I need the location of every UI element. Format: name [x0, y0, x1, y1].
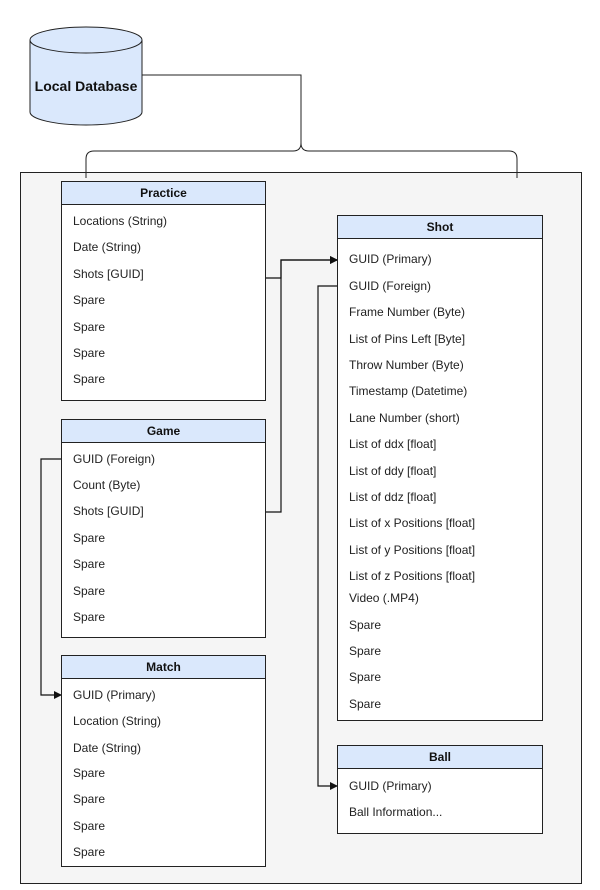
match-table: Match GUID (Primary) Location (String) D… — [61, 655, 266, 867]
shot-table: Shot GUID (Primary) GUID (Foreign) Frame… — [337, 215, 543, 721]
game-to-match-arrow — [40, 458, 62, 699]
database-label: Local Database — [34, 78, 138, 94]
shot-field: List of x Positions [float] — [349, 516, 476, 530]
match-field: GUID (Primary) — [73, 688, 156, 702]
game-field: Count (Byte) — [73, 478, 141, 492]
shot-field: Throw Number (Byte) — [349, 358, 464, 372]
shot-field: Spare — [349, 644, 382, 658]
game-field: GUID (Foreign) — [73, 452, 156, 466]
shot-field: GUID (Foreign) — [349, 279, 432, 293]
shot-field: List of y Positions [float] — [349, 543, 476, 557]
practice-field: Date (String) — [73, 240, 142, 254]
game-field: Spare — [73, 557, 106, 571]
shot-field: Video (.MP4) — [349, 591, 419, 605]
ball-table: Ball GUID (Primary) Ball Information... — [337, 745, 543, 834]
practice-field: Spare — [73, 346, 106, 360]
ball-field: GUID (Primary) — [349, 779, 432, 793]
practice-table-title: Practice — [62, 182, 265, 205]
shot-table-title: Shot — [338, 216, 542, 239]
shot-field: List of ddx [float] — [349, 437, 437, 451]
game-field: Spare — [73, 610, 106, 624]
shot-to-ball-arrow — [317, 285, 338, 790]
game-table: Game GUID (Foreign) Count (Byte) Shots [… — [61, 419, 266, 638]
match-field: Spare — [73, 792, 106, 806]
match-field: Date (String) — [73, 741, 142, 755]
game-field: Shots [GUID] — [73, 504, 144, 518]
game-table-title: Game — [62, 420, 265, 443]
shot-field: List of Pins Left [Byte] — [349, 332, 466, 346]
match-table-title: Match — [62, 656, 265, 679]
database-cylinder-icon — [29, 26, 143, 126]
practice-to-shot-arrow — [266, 256, 338, 279]
practice-table: Practice Locations (String) Date (String… — [61, 181, 266, 401]
ball-field: Ball Information... — [349, 805, 443, 819]
shot-field: Spare — [349, 670, 382, 684]
shot-field: List of ddz [float] — [349, 490, 437, 504]
shot-field: List of z Positions [float] — [349, 569, 476, 583]
shot-field: Lane Number (short) — [349, 411, 460, 425]
shot-field: Spare — [349, 697, 382, 711]
database-brace-connector — [85, 74, 518, 178]
shot-field: List of ddy [float] — [349, 464, 437, 478]
practice-field: Spare — [73, 293, 106, 307]
practice-field: Spare — [73, 372, 106, 386]
shot-field: Timestamp (Datetime) — [349, 384, 468, 398]
practice-field: Shots [GUID] — [73, 267, 144, 281]
shot-field: GUID (Primary) — [349, 252, 432, 266]
match-field: Spare — [73, 819, 106, 833]
match-field: Spare — [73, 766, 106, 780]
match-field: Location (String) — [73, 714, 162, 728]
shot-field: Spare — [349, 618, 382, 632]
game-field: Spare — [73, 531, 106, 545]
ball-table-title: Ball — [338, 746, 542, 769]
match-field: Spare — [73, 845, 106, 859]
game-field: Spare — [73, 584, 106, 598]
practice-field: Locations (String) — [73, 214, 168, 228]
practice-field: Spare — [73, 320, 106, 334]
game-to-shot-arrow — [266, 256, 338, 513]
shot-field: Frame Number (Byte) — [349, 305, 466, 319]
